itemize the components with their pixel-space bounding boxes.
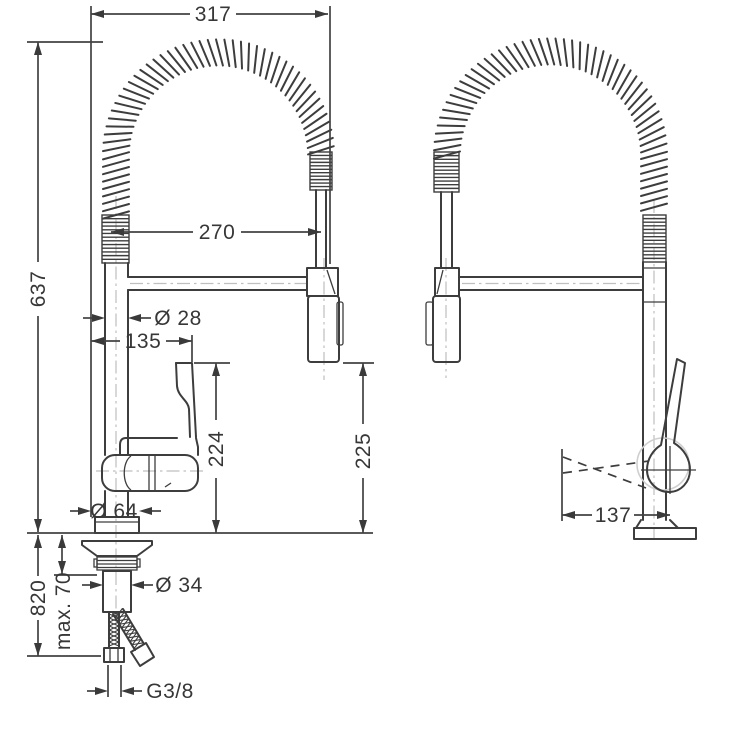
dim-label-spray-bottom-height: 225 — [352, 433, 375, 470]
dim-handle-top-height-224: 224 — [194, 362, 230, 533]
supply-hoses — [103, 607, 155, 667]
support-bar-front — [127, 276, 308, 291]
spring-cuff-side-right — [642, 214, 667, 263]
front-view — [81, 38, 344, 667]
spring-cuff-side-left — [433, 151, 460, 193]
mixer-handle-side — [562, 358, 696, 494]
spring-hose-side — [432, 37, 668, 212]
mixer-handle-front — [119, 362, 199, 456]
dim-label-hose-drop: 820 — [27, 580, 50, 617]
spray-head-side — [425, 191, 461, 363]
dim-hose-span-270: 270 — [111, 221, 321, 244]
dim-max-deck-thickness-70: max. 70 — [52, 535, 97, 650]
base-mounting-front — [81, 516, 153, 613]
dim-label-spout-height: 637 — [27, 271, 50, 308]
dim-handle-reach-137: 137 — [561, 449, 670, 527]
support-bar-side — [458, 276, 644, 291]
dim-shank-diameter-34: Ø 34 — [82, 574, 203, 597]
side-centerlines — [445, 200, 655, 540]
dim-riser-diameter-28: Ø 28 — [83, 307, 202, 330]
spring-cuff-front-left — [101, 214, 130, 264]
dim-supply-thread-g38: G3/8 — [87, 665, 194, 703]
dimension-annotations: 317 637 270 Ø 28 — [27, 3, 670, 703]
dim-spout-height-637: 637 — [27, 41, 103, 532]
spring-hose-front — [101, 38, 335, 220]
dim-label-overall-width: 317 — [195, 3, 232, 26]
front-centerlines — [96, 196, 325, 615]
dim-overall-width-317: 317 — [90, 3, 331, 517]
mixer-body-front — [101, 454, 199, 492]
riser-pipe-side — [642, 261, 667, 521]
dim-label-handle-reach: 137 — [595, 504, 632, 527]
side-view — [425, 37, 697, 540]
dim-label-handle-top-height: 224 — [205, 431, 228, 468]
spray-head-front — [306, 189, 344, 363]
dim-label-hose-span: 270 — [199, 221, 236, 244]
dim-label-max-deck-thickness: max. 70 — [52, 572, 75, 650]
dim-label-base-diameter: Ø 64 — [90, 500, 138, 523]
dim-label-supply-thread: G3/8 — [146, 680, 194, 703]
base-side — [633, 519, 697, 540]
dim-spout-to-handle-135: 135 — [91, 330, 193, 362]
dim-spray-bottom-height-225: 225 — [343, 362, 375, 533]
dim-label-spout-to-handle: 135 — [125, 330, 162, 353]
dim-label-shank-diameter: Ø 34 — [155, 574, 203, 597]
dim-label-riser-diameter: Ø 28 — [154, 307, 202, 330]
spring-cuff-front-right — [309, 151, 333, 191]
dim-hose-drop-820: 820 — [27, 535, 101, 657]
riser-pipe — [104, 262, 129, 518]
dim-base-diameter-64: Ø 64 — [70, 500, 161, 523]
